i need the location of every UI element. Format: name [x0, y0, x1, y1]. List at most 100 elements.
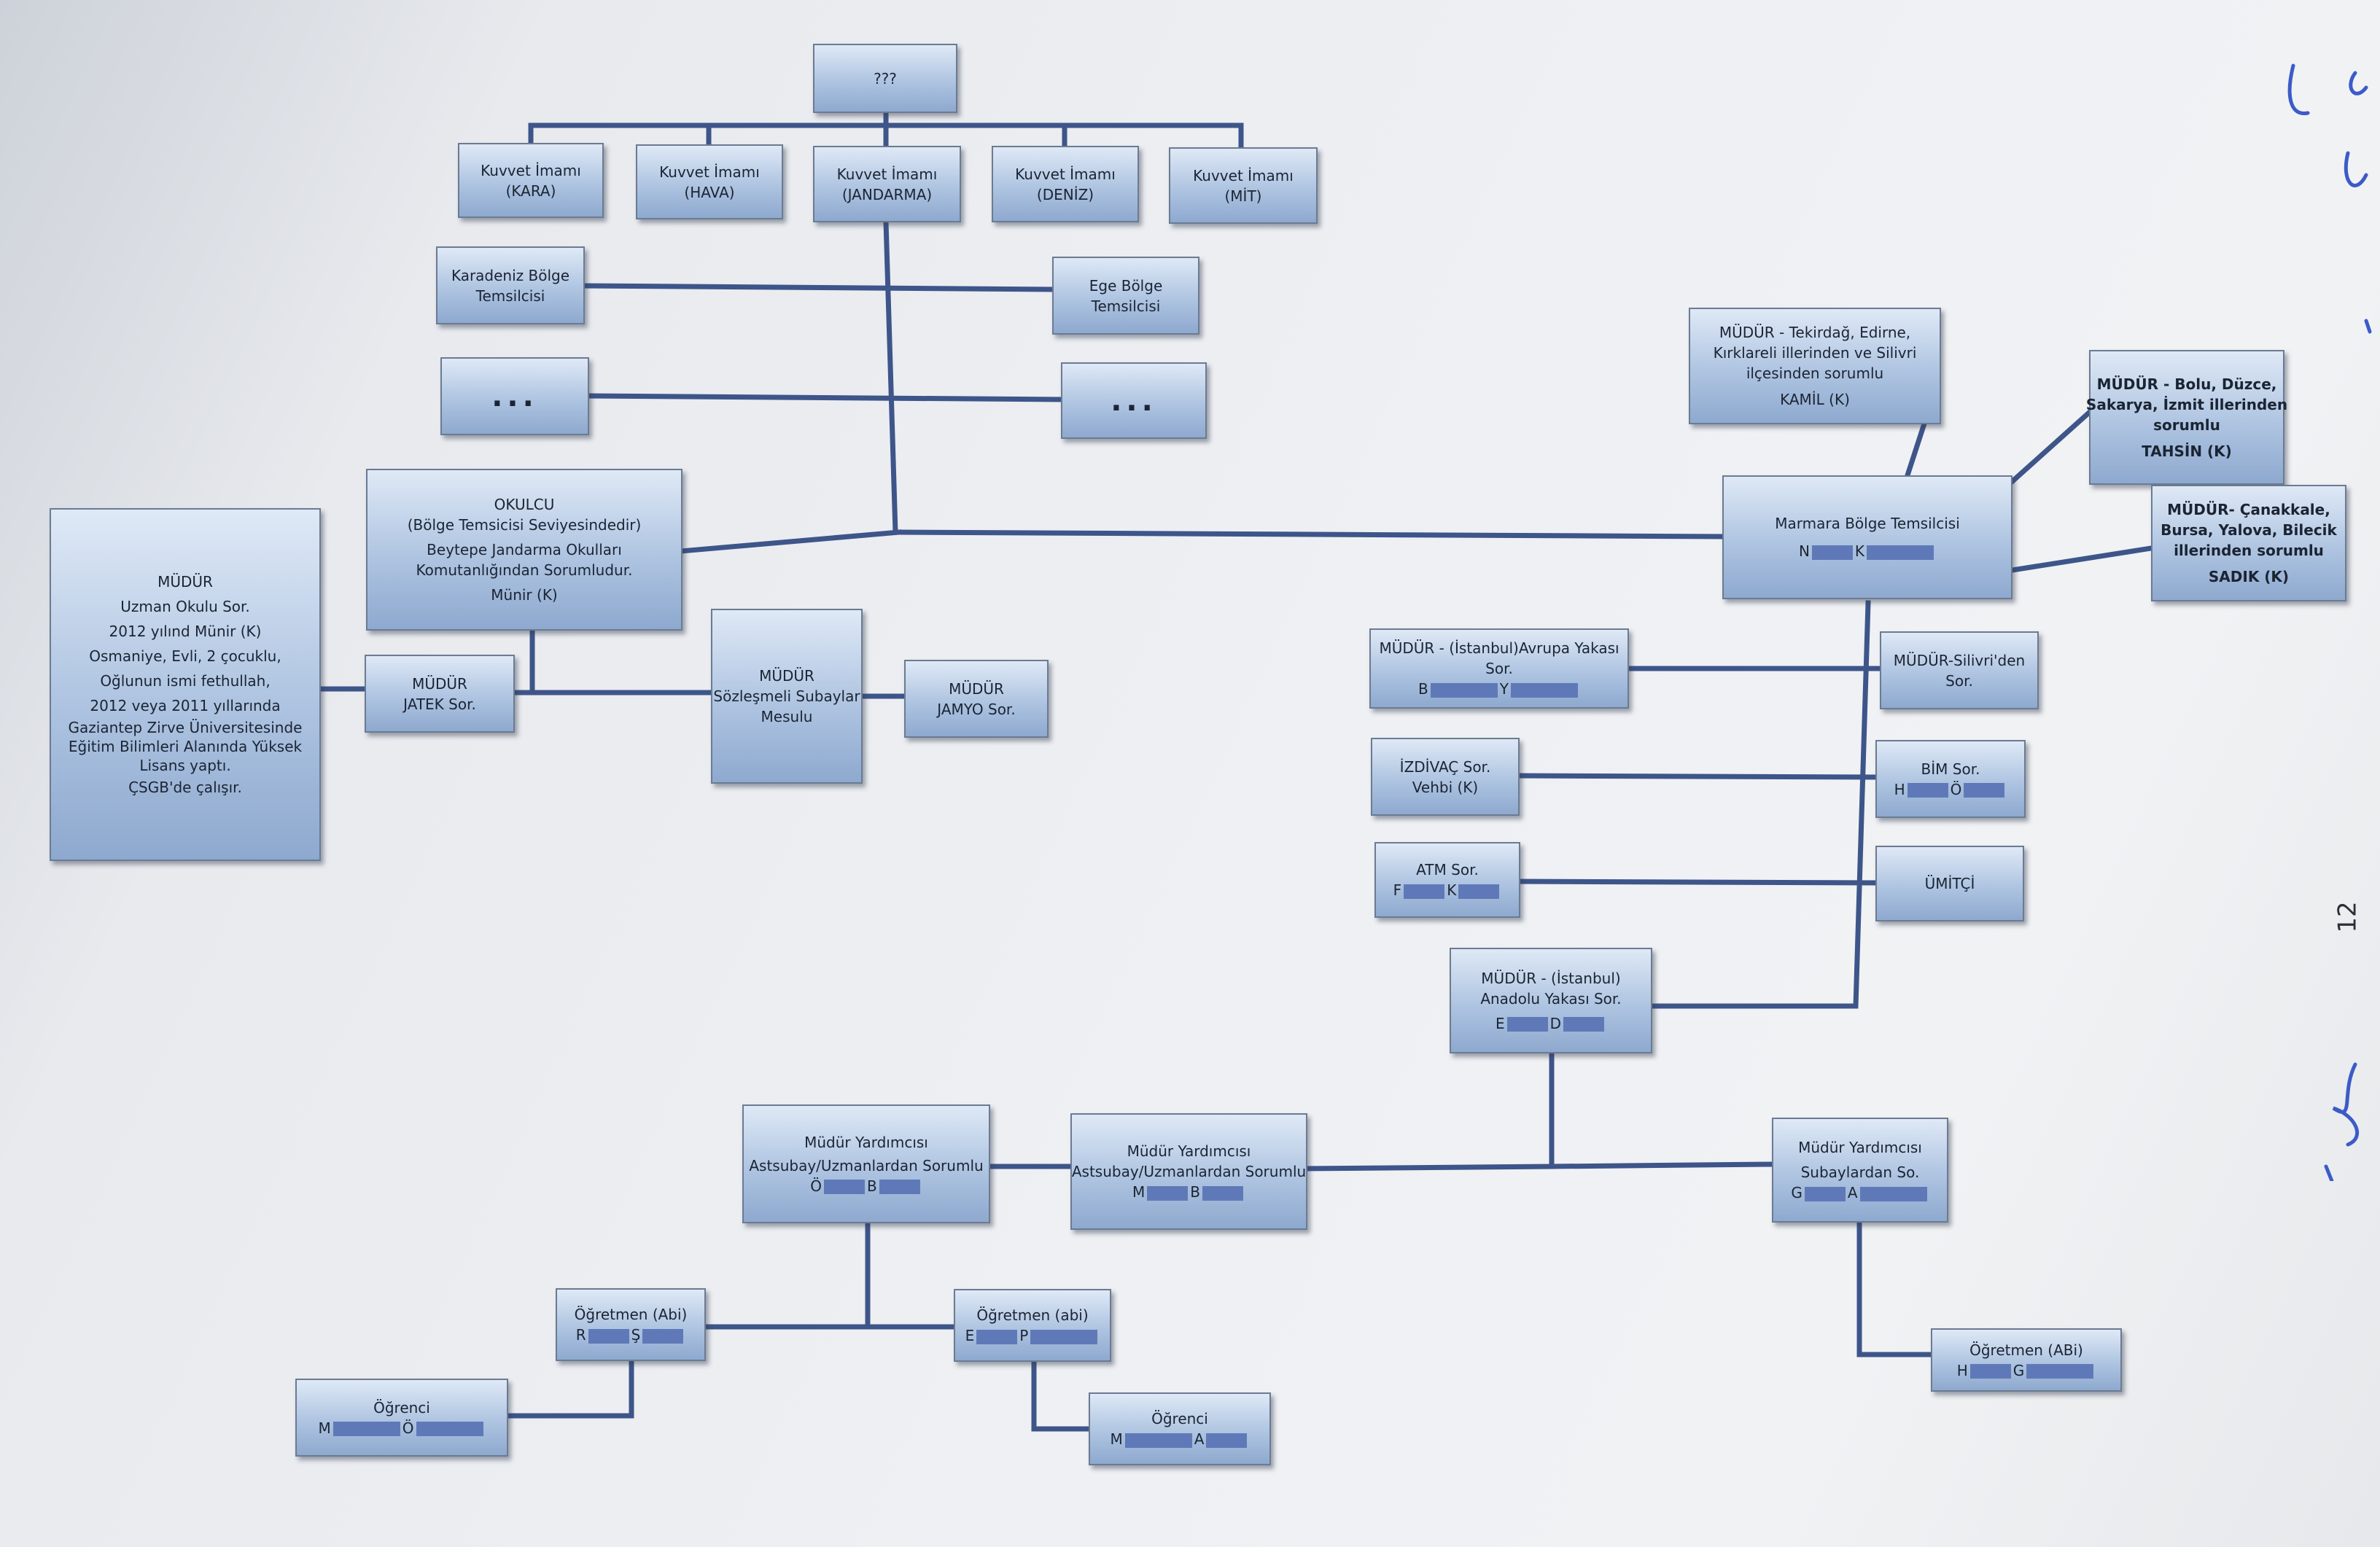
handwritten-ink-marks [2287, 63, 2372, 1181]
node-line: Öğretmen (Abi) [574, 1306, 688, 1323]
initial: B [1418, 680, 1428, 698]
node-line: Kırklareli illerinden ve Silivri [1713, 344, 1917, 362]
node-line: KAMİL (K) [1780, 391, 1850, 408]
redaction-mark [642, 1328, 684, 1344]
node-izdivac: İZDİVAÇ Sor. Vehbi (K) [1371, 738, 1520, 816]
initial: Ö [1950, 780, 1962, 798]
node-line: Kuvvet İmamı [659, 163, 760, 181]
initial: E [965, 1327, 975, 1344]
node-line: MÜDÜR-Silivri'den [1893, 651, 2026, 669]
node-line: MÜDÜR - Bolu, Düzce, [2096, 375, 2277, 393]
redaction-mark [1867, 545, 1934, 560]
initial: Ş [631, 1326, 641, 1344]
initial: N [1798, 542, 1810, 560]
redaction-mark [2026, 1364, 2094, 1379]
node-line: Sor. [1945, 671, 1973, 690]
initial: Ö [402, 1419, 414, 1437]
initial: K [1854, 542, 1865, 560]
initial: H [1956, 1361, 1968, 1379]
redaction-mark [824, 1180, 865, 1194]
redaction-mark [1859, 1186, 1927, 1201]
node-line: ATM Sor. [1416, 861, 1479, 878]
node-line: (JANDARMA) [841, 185, 933, 203]
node-line: Kuvvet İmamı [481, 161, 581, 179]
initial: P [1019, 1327, 1029, 1344]
node-line: MÜDÜR - Tekirdağ, Edirne, [1719, 324, 1911, 341]
redaction-mark [1804, 1186, 1846, 1201]
initial: B [1190, 1183, 1200, 1201]
node-line: Astsubay/Uzmanlardan Sorumlu [1071, 1163, 1307, 1180]
top-unknown-node: ??? [813, 44, 957, 113]
node-line: Kuvvet İmamı [1193, 166, 1294, 184]
initial: M [318, 1419, 331, 1437]
node-line: Komutanlığından Sorumludur. [416, 561, 633, 579]
initial: K [1447, 881, 1457, 899]
initial: M [1110, 1430, 1123, 1448]
redaction-mark [1030, 1329, 1098, 1344]
redaction-mark [1202, 1185, 1243, 1201]
ellipsis-label: ... [1111, 383, 1157, 418]
initial: E [1495, 1014, 1505, 1032]
node-kuvvet-imami-jandarma: Kuvvet İmamı (JANDARMA) [813, 146, 961, 222]
node-mudur-jatek: MÜDÜR JATEK Sor. [365, 655, 515, 733]
node-line: Gaziantep Zirve Üniversitesinde [68, 719, 303, 736]
node-line: (KARA) [505, 182, 556, 200]
node-line: Kuvvet İmamı [1015, 165, 1116, 183]
top-node-label: ??? [874, 69, 897, 87]
node-line: ilçesinden sorumlu [1746, 365, 1884, 382]
redaction-mark [332, 1422, 400, 1436]
node-line: MÜDÜR - (İstanbul) [1481, 969, 1621, 987]
initial: G [1791, 1184, 1802, 1201]
node-line: Beytepe Jandarma Okulları [427, 541, 622, 558]
initial: H [1894, 780, 1905, 798]
node-line: ÇSGB'de çalışır. [128, 779, 242, 796]
node-line: SADIK (K) [2208, 568, 2290, 585]
node-mudur-bolu: MÜDÜR - Bolu, Düzce, Sakarya, İzmit ille… [2085, 350, 2288, 485]
node-mudur-tekirdag: MÜDÜR - Tekirdağ, Edirne, Kırklareli ill… [1689, 308, 1941, 424]
node-line: Oğlunun ismi fethullah, [100, 672, 271, 690]
node-mudur-yardimcisi-mid: Müdür Yardımcısı Astsubay/Uzmanlardan So… [1070, 1113, 1307, 1230]
node-line: TAHSİN (K) [2142, 442, 2232, 460]
node-line: Lisans yaptı. [139, 757, 231, 774]
node-line: Kuvvet İmamı [836, 165, 938, 183]
node-line: JAMYO Sor. [937, 700, 1016, 718]
node-okulcu: OKULCU (Bölge Temsicisi Seviyesindedir) … [366, 469, 682, 631]
redaction-mark [1964, 783, 2005, 798]
redaction-mark [1147, 1185, 1189, 1201]
initial: F [1393, 881, 1402, 899]
node-mudur-jamyo: MÜDÜR JAMYO Sor. [904, 660, 1049, 738]
node-line: (HAVA) [684, 183, 735, 201]
node-ege-bolge: Ege Bölge Temsilcisi [1052, 257, 1199, 335]
node-line: Sor. [1485, 660, 1513, 677]
node-line: Vehbi (K) [1412, 778, 1479, 796]
initial: M [1132, 1183, 1146, 1201]
redaction-mark [1206, 1433, 1248, 1448]
node-line: MÜDÜR [949, 679, 1004, 698]
redaction-mark [1430, 682, 1498, 698]
node-line: Osmaniye, Evli, 2 çocuklu, [89, 647, 281, 665]
node-line: Sakarya, İzmit illerinden [2085, 395, 2288, 413]
node-line: Müdür Yardımcısı [1798, 1139, 1922, 1156]
node-line: illerinden sorumlu [2174, 542, 2324, 559]
node-line: Mesulu [761, 708, 813, 725]
redaction-mark [1969, 1364, 2011, 1379]
redaction-mark [1907, 783, 1948, 798]
node-mudur-uzman-okulu: MÜDÜR Uzman Okulu Sor. 2012 yılınd Münir… [50, 508, 321, 861]
node-line: Müdür Yardımcısı [1127, 1142, 1251, 1160]
redaction-mark [1506, 1017, 1548, 1032]
node-line: MÜDÜR [412, 674, 467, 693]
node-line: 2012 veya 2011 yıllarında [90, 697, 281, 714]
node-line: (MİT) [1224, 187, 1262, 205]
node-line: Eğitim Bilimleri Alanında Yüksek [68, 738, 303, 755]
node-line: Astsubay/Uzmanlardan Sorumlu [749, 1156, 984, 1174]
